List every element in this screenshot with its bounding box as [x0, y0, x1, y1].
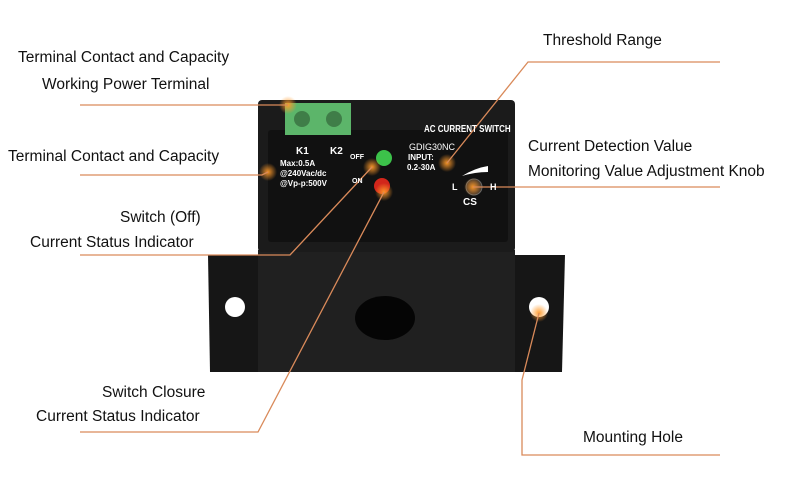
callout-switch-off-line2: Current Status Indicator	[30, 234, 194, 251]
device-input-label: INPUT:	[408, 153, 434, 162]
spec-vpp: @Vp-p:500V	[280, 179, 327, 188]
leader-contact-capacity	[80, 171, 269, 176]
leader-switch-off	[80, 166, 373, 256]
callout-switch-on-line1: Switch Closure	[102, 384, 206, 401]
leader-mounting	[521, 312, 720, 456]
knob-low-label: L	[452, 182, 458, 192]
callout-threshold: Threshold Range	[543, 32, 662, 49]
off-label: OFF	[350, 154, 364, 161]
spec-voltage: @240Vac/dc	[280, 169, 327, 178]
callout-switch-on-line2: Current Status Indicator	[36, 408, 200, 425]
callout-power-terminal-line2: Working Power Terminal	[42, 76, 210, 93]
sensor-hole	[355, 296, 415, 340]
mounting-hole-left	[225, 297, 245, 317]
callout-knob-line1: Current Detection Value	[528, 138, 693, 155]
leader-threshold	[446, 61, 720, 164]
knob-name-label: CS	[463, 197, 477, 208]
knob-high-label: H	[490, 182, 497, 192]
callout-knob-line2: Monitoring Value Adjustment Knob	[528, 163, 765, 180]
callout-mounting: Mounting Hole	[583, 429, 683, 446]
callout-contact-capacity: Terminal Contact and Capacity	[8, 148, 220, 165]
k2-label: K2	[330, 146, 343, 157]
callout-switch-off-line1: Switch (Off)	[120, 209, 201, 226]
k1-label: K1	[296, 146, 309, 157]
device-title: AC CURRENT SWITCH	[424, 124, 511, 135]
terminal-screw-k2	[326, 111, 342, 127]
terminal-screw-k1	[294, 111, 310, 127]
leader-lines	[80, 61, 720, 456]
leader-switch-on	[80, 191, 385, 433]
led-green	[376, 150, 392, 166]
device-model: GDIG30NC	[409, 142, 456, 152]
device-input-range: 0.2-30A	[407, 163, 436, 172]
callout-power-terminal-line1: Terminal Contact and Capacity	[18, 49, 230, 66]
on-label: ON	[352, 178, 363, 185]
spec-max: Max:0.5A	[280, 159, 316, 168]
